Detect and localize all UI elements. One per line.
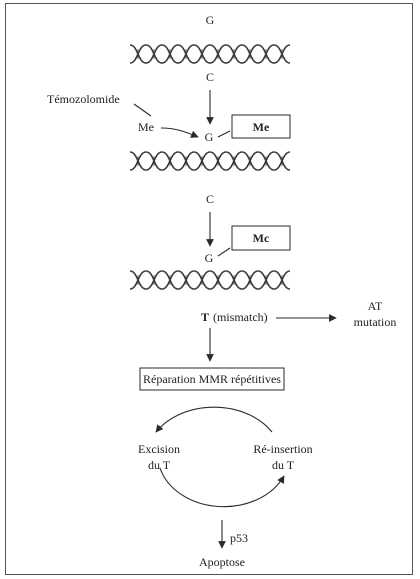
label-reinsertion-1: Ré-insertion [253,442,312,456]
arrow-methylation [160,127,199,138]
helix-rungs [137,275,283,285]
label-reinsertion-2: du T [272,458,295,472]
label-apoptose: Apoptose [199,555,245,569]
label-p53: p53 [230,531,248,545]
label-me-small: Me [138,120,154,134]
me-box-2 [231,225,291,251]
label-excision-1: Excision [138,442,180,456]
label-g-mid: G [205,130,214,144]
label-g-low: G [205,251,214,265]
me-box-2-label: Mc [253,231,270,245]
label-c-top: C [206,70,214,84]
cycle-arc-top [155,406,273,433]
label-mismatch: (mismatch) [213,310,268,324]
helix-rungs [137,49,283,59]
repair-box [139,367,285,391]
me-box-1-label: Me [253,120,270,134]
cycle-arc-bottom [159,467,285,508]
label-g-top: G [206,13,215,27]
dna-helix-top [129,44,291,64]
label-excision-2: du T [148,458,171,472]
dna-helix-middle [129,151,291,171]
helix-rungs [137,156,283,166]
label-mutation: mutation [354,315,397,329]
dna-helix-bottom [129,270,291,290]
label-temozolomide: Témozolomide [47,92,120,106]
connector-temozolomide [133,103,152,117]
me-box-1 [231,114,291,139]
repair-box-label: Réparation MMR répétitives [143,372,281,386]
label-t: T [201,310,209,324]
connector-me-box-2 [217,247,231,257]
label-c-mid: C [206,192,214,206]
label-at: AT [368,299,383,313]
connector-me-box-1 [217,130,231,138]
